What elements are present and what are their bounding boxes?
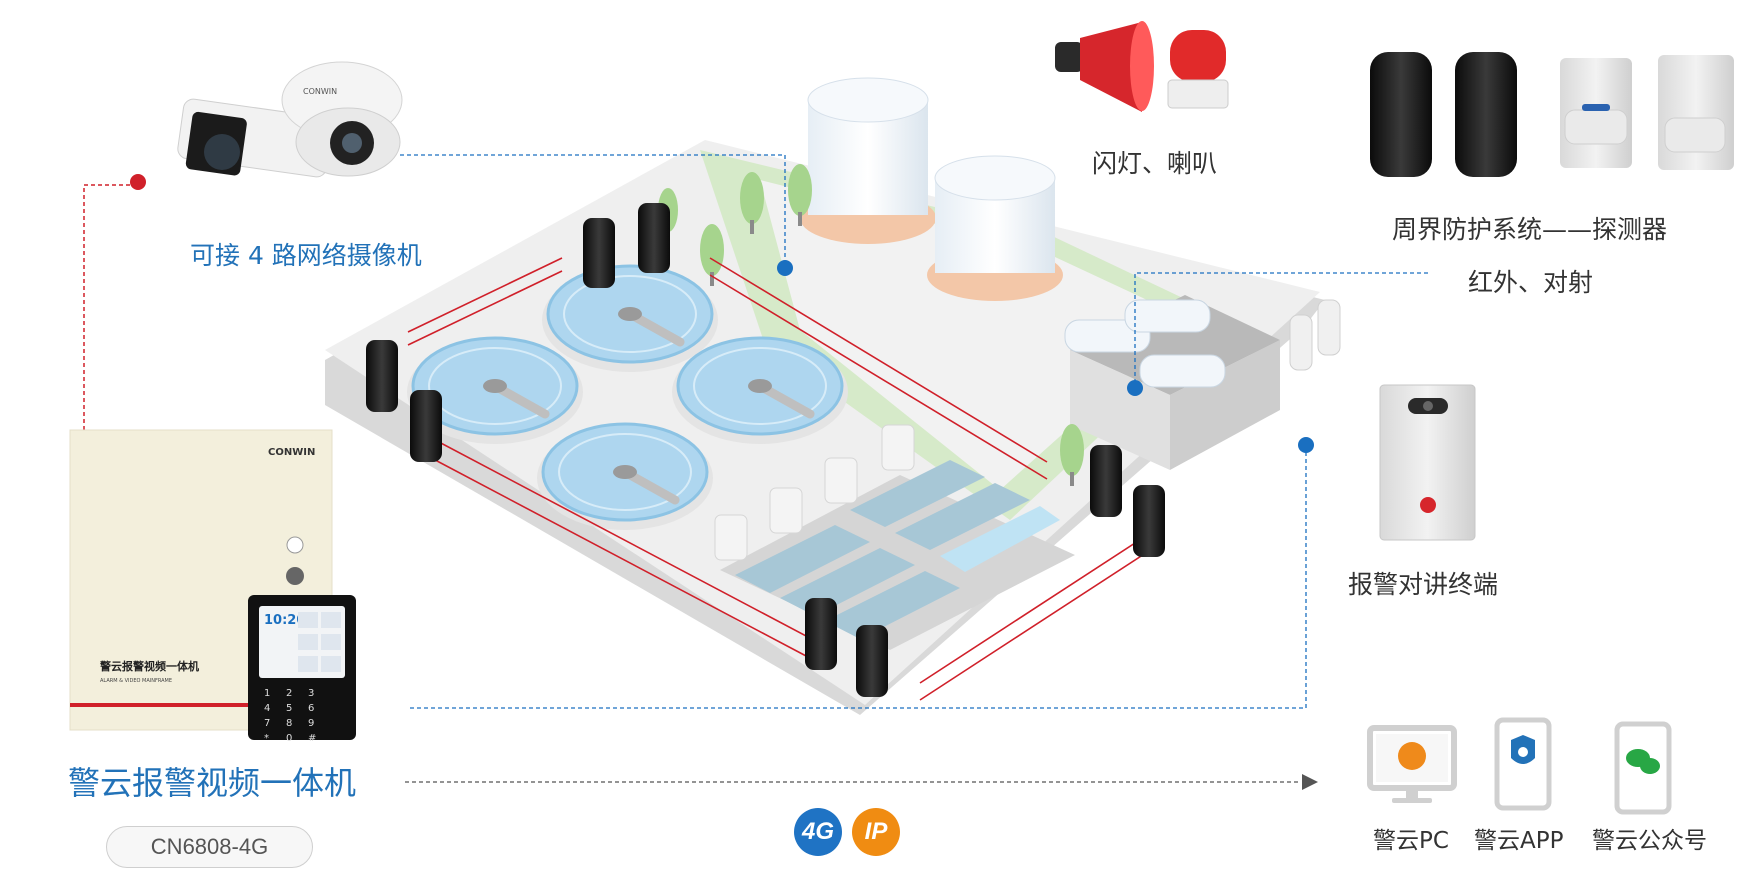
client-label-wechat: 警云公众号: [1592, 828, 1707, 854]
camera-label: 可接 4 路网络摄像机: [190, 241, 422, 270]
beam-detectors: [366, 203, 1165, 697]
4g-badge-icon: 4G: [794, 808, 842, 856]
svg-text:警云报警视频一体机: 警云报警视频一体机: [99, 659, 199, 673]
svg-text:CONWIN: CONWIN: [303, 87, 337, 96]
beam-detector: [638, 203, 670, 273]
clarifier-pool: [672, 336, 848, 444]
perimeter-beams: [407, 257, 1156, 701]
keypad-key: 9: [308, 718, 314, 729]
beam-detector: [410, 390, 442, 462]
main-unit-label: 警云报警视频一体机: [68, 764, 357, 802]
ip-badge-icon: IP: [852, 808, 900, 856]
client-label-pc: 警云PC: [1373, 828, 1449, 854]
keypad-key: 2: [286, 688, 292, 699]
keypad-key: 0: [286, 733, 292, 744]
keypad-key: #: [308, 733, 316, 744]
beam-detector: [805, 598, 837, 670]
keypad-key: 4: [264, 703, 270, 714]
horn-speaker-icon: [1055, 21, 1154, 112]
keypad-key: *: [264, 733, 269, 744]
keypad-key: 6: [308, 703, 314, 714]
beam-detector: [1133, 485, 1165, 557]
monitor-icon: [1367, 725, 1457, 803]
svg-text:CONWIN: CONWIN: [268, 447, 315, 458]
perimeter-detectors: [1370, 52, 1734, 177]
flash-horn-label: 闪灯、喇叭: [1092, 149, 1218, 178]
connector-lines: [83, 154, 1428, 790]
intercom-label: 报警对讲终端: [1348, 570, 1499, 599]
beam-detector: [1090, 445, 1122, 517]
storage-tanks: [800, 77, 1063, 301]
beam-detector: [366, 340, 398, 412]
svg-text:10:20: 10:20: [264, 613, 305, 628]
model-badge: CN6808-4G: [106, 826, 313, 868]
perimeter-subtitle: 红外、对射: [1468, 268, 1594, 297]
clarifier-pool: [407, 336, 583, 444]
strobe-light-icon: [1167, 30, 1229, 109]
perimeter-title: 周界防护系统——探测器: [1392, 215, 1668, 244]
dome-camera-icon: CONWIN: [281, 61, 403, 177]
client-label-app: 警云APP: [1474, 828, 1564, 854]
ip-cameras: CONWIN: [177, 61, 403, 178]
svg-text:ALARM & VIDEO MAINFRAME: ALARM & VIDEO MAINFRAME: [100, 678, 172, 684]
keypad-key: 1: [264, 688, 270, 699]
wechat-icon: [1614, 721, 1672, 815]
keypad-key: 8: [286, 718, 292, 729]
intercom-terminal-icon: [1379, 384, 1476, 541]
clarifier-pools: [407, 264, 848, 530]
clarifier-pool: [537, 422, 713, 530]
tanker-trucks: [1064, 299, 1226, 388]
beam-detector: [856, 625, 888, 697]
clarifier-pool: [542, 264, 718, 372]
phone-app-icon: [1494, 717, 1552, 811]
beam-detector: [583, 218, 615, 288]
client-icons: [1367, 717, 1672, 815]
factory-building: [1070, 295, 1341, 470]
keypad-key: 5: [286, 703, 292, 714]
keypad-key: 3: [308, 688, 314, 699]
keypad-key: 7: [264, 718, 270, 729]
keypad-icon: 10:20 1 2 3 4 5 6 7 8 9 * 0 #: [248, 595, 356, 744]
